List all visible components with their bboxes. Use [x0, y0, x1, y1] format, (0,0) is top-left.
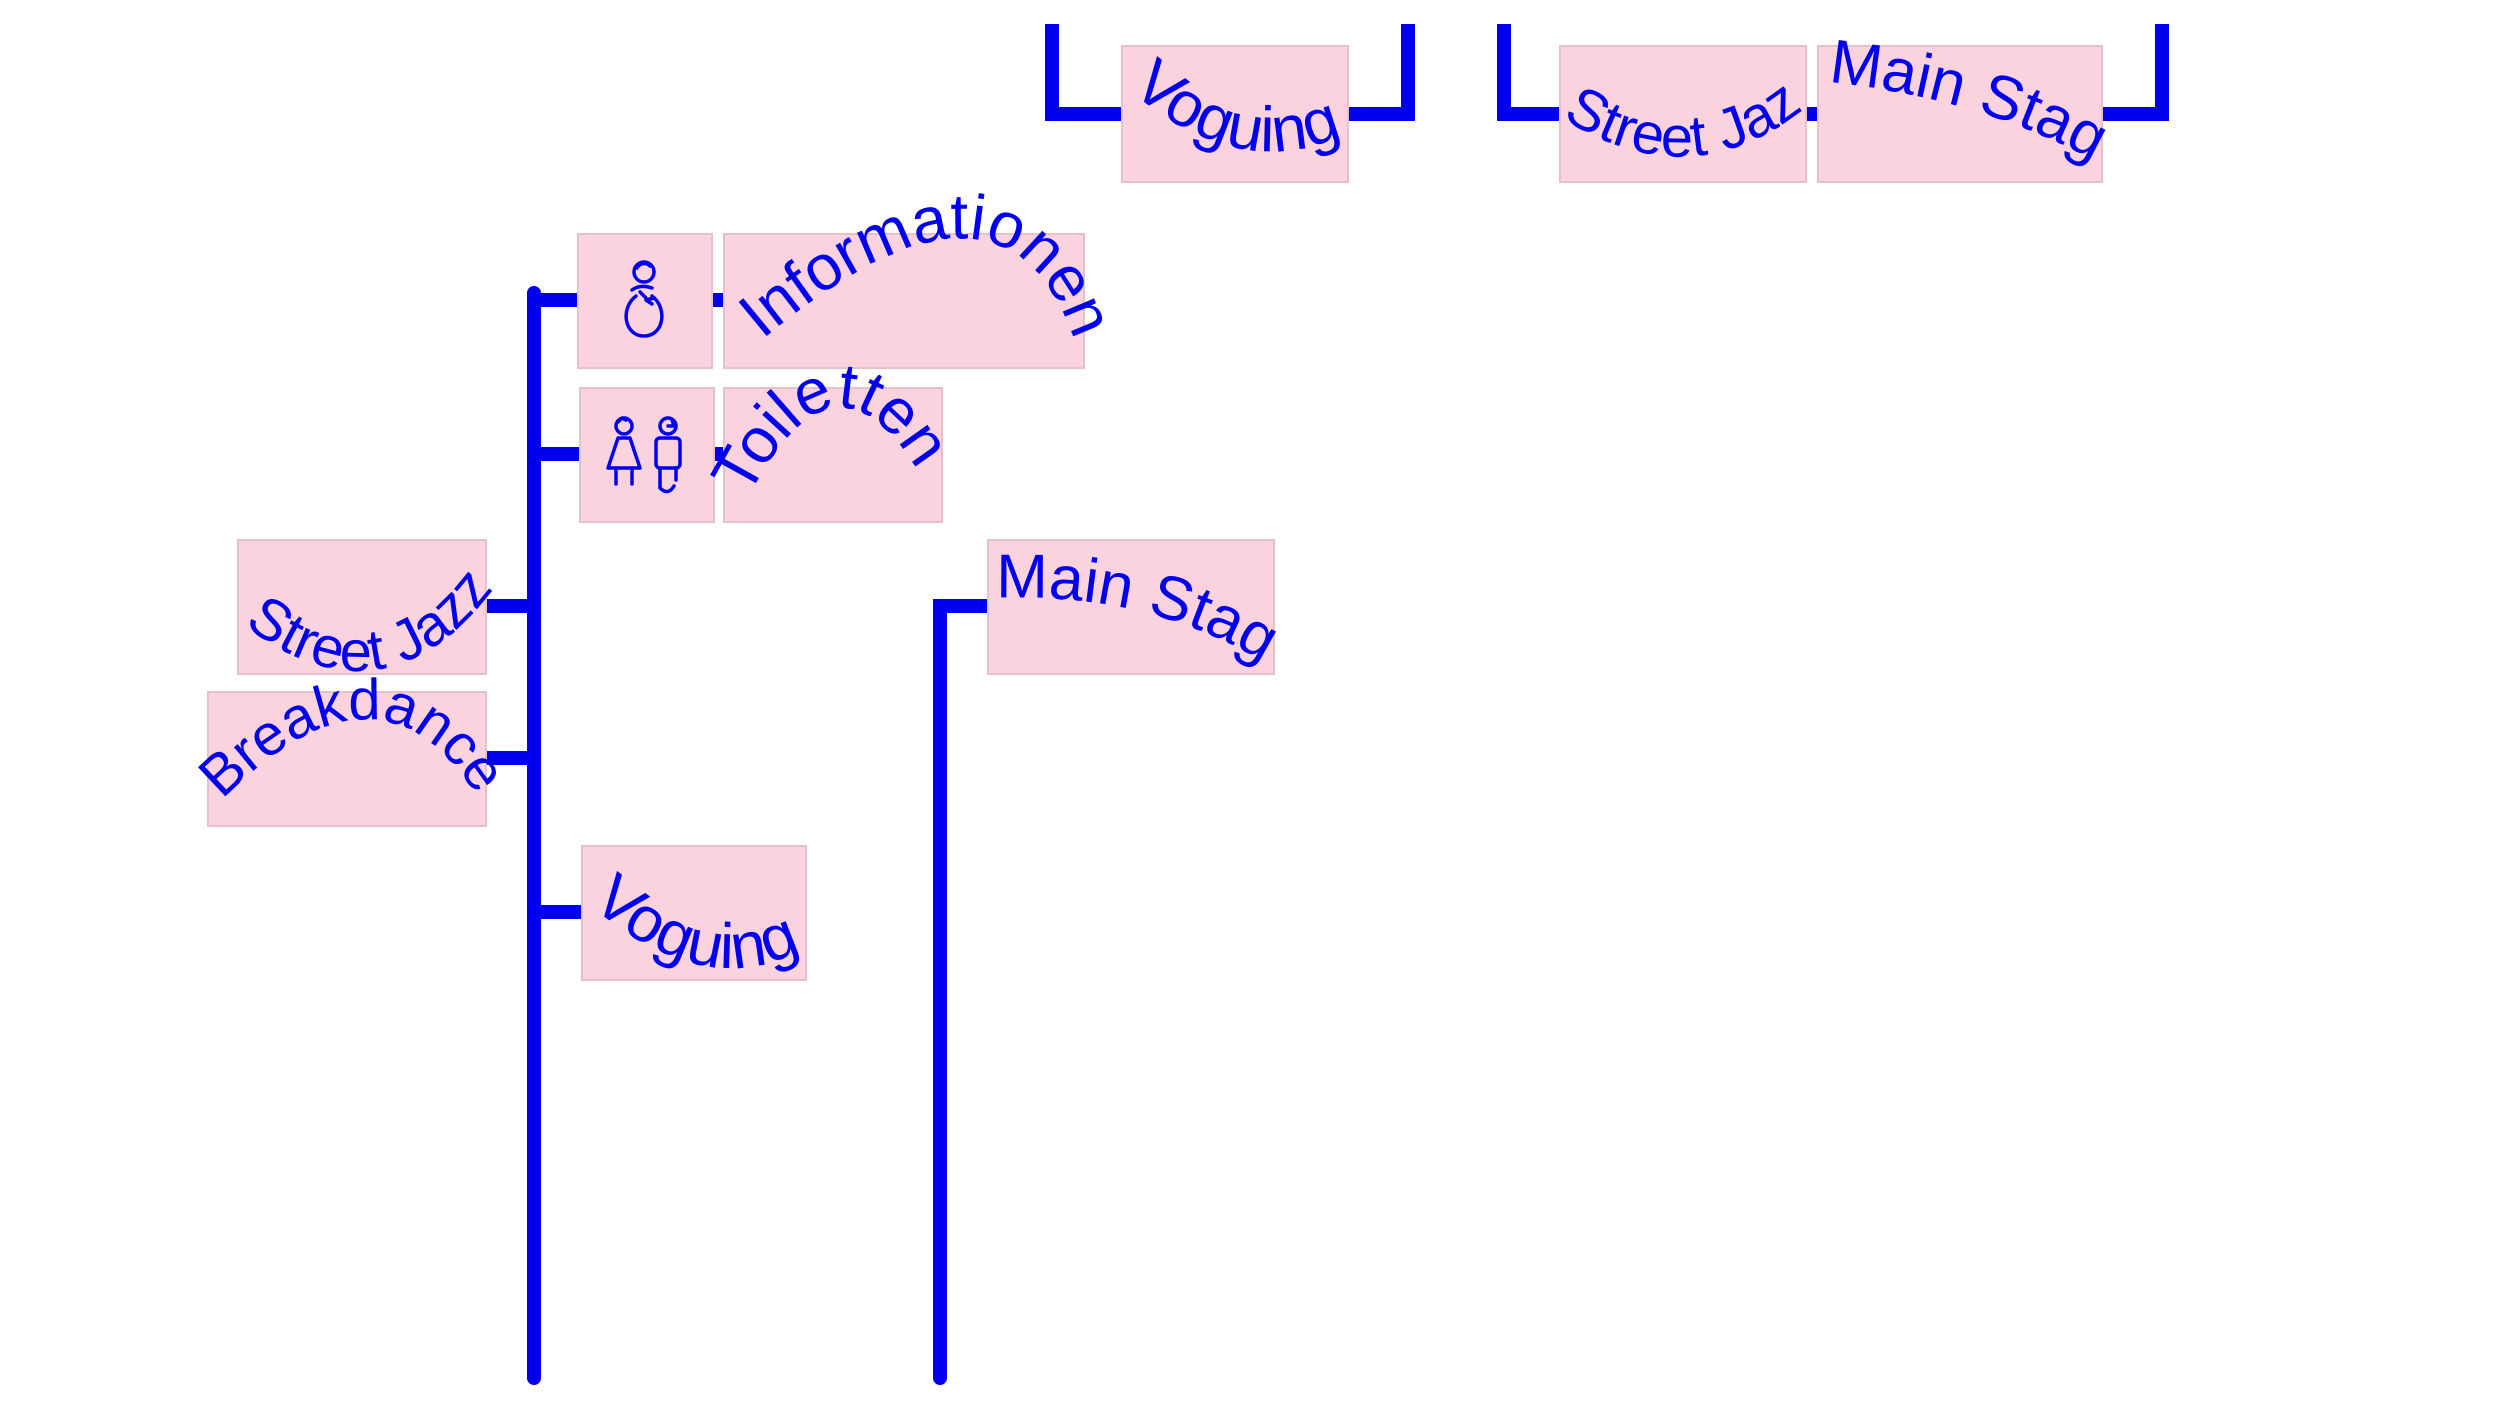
tile-mainstage-top: [1817, 45, 2103, 183]
label-tiles: [207, 45, 2103, 981]
connector-voguing-top: [1045, 24, 1122, 121]
tile-voguing-left: [581, 845, 807, 981]
information-person-icon: [624, 260, 664, 338]
connector-lines: [486, 24, 2169, 1385]
tile-toiletten: [723, 387, 943, 523]
tile-breakdance: [207, 691, 487, 827]
connector-center-trunk: [933, 599, 995, 1385]
tile-mainstage-center: [987, 539, 1275, 675]
tile-informationen: [723, 233, 1085, 369]
connector-voguing-top-right: [1348, 24, 1415, 121]
tile-toilet-icon: [579, 387, 715, 523]
connector-mainstage-top: [2102, 24, 2169, 121]
tile-voguing-top: [1121, 45, 1349, 183]
tile-streetjazz-top: [1559, 45, 1807, 183]
tile-streetjazz-left: [237, 539, 487, 675]
toilets-icon: [606, 416, 682, 494]
label-streetjazz-top: Street Jazz: [0, 0, 1812, 170]
connector-streetjazz-top: [1497, 24, 1560, 121]
